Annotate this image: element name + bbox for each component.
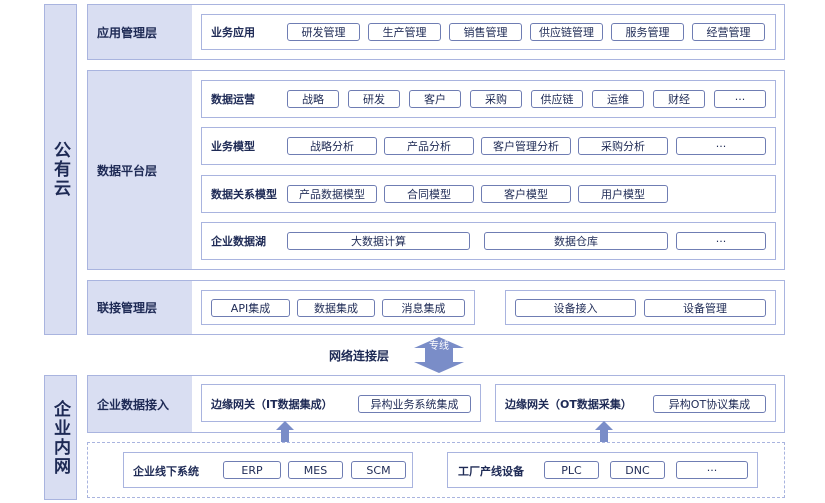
enterprise-net-panel: 企业内网 bbox=[44, 375, 77, 500]
app-item: 供应链管理 bbox=[530, 23, 603, 41]
factory-item: DNC bbox=[610, 461, 665, 479]
business-model-more: ··· bbox=[676, 137, 766, 155]
public-cloud-label: 公有云 bbox=[50, 141, 70, 198]
app-item: 研发管理 bbox=[287, 23, 360, 41]
gateway-ot-item: 异构OT协议集成 bbox=[653, 395, 766, 413]
business-model-item: 战略分析 bbox=[287, 137, 377, 155]
data-relation-item: 用户模型 bbox=[578, 185, 668, 203]
link-item: 消息集成 bbox=[382, 299, 465, 317]
gateway-it-label: 边缘网关（IT数据集成） bbox=[211, 398, 333, 411]
data-lake-item: 大数据计算 bbox=[287, 232, 470, 250]
app-item: 服务管理 bbox=[611, 23, 684, 41]
data-lake-more: ··· bbox=[676, 232, 766, 250]
data-ops-item: 战略 bbox=[287, 90, 339, 108]
dedicated-line-label: 专线 bbox=[429, 341, 449, 352]
network-layer-label: 网络连接层 bbox=[329, 349, 390, 363]
business-app-label: 业务应用 bbox=[211, 26, 255, 39]
app-item: 销售管理 bbox=[449, 23, 522, 41]
data-lake-item: 数据仓库 bbox=[484, 232, 668, 250]
data-ops-more: ··· bbox=[714, 90, 766, 108]
app-item: 经营管理 bbox=[692, 23, 765, 41]
link-layer-label: 联接管理层 bbox=[88, 281, 192, 334]
link-item: API集成 bbox=[211, 299, 290, 317]
data-relation-item: 客户模型 bbox=[481, 185, 571, 203]
data-ops-item: 供应链 bbox=[531, 90, 583, 108]
enterprise-access-label: 企业数据接入 bbox=[88, 376, 192, 432]
data-ops-item: 运维 bbox=[592, 90, 644, 108]
data-ops-item: 采购 bbox=[470, 90, 522, 108]
data-ops-item: 研发 bbox=[348, 90, 400, 108]
link-item: 设备接入 bbox=[515, 299, 636, 317]
business-model-label: 业务模型 bbox=[211, 140, 255, 153]
offline-system-label: 企业线下系统 bbox=[133, 465, 199, 478]
link-item: 设备管理 bbox=[644, 299, 766, 317]
data-relation-label: 数据关系模型 bbox=[211, 188, 277, 201]
enterprise-net-label: 企业内网 bbox=[50, 399, 70, 476]
business-model-item: 客户管理分析 bbox=[481, 137, 571, 155]
data-lake-label: 企业数据湖 bbox=[211, 235, 266, 248]
offline-item: ERP bbox=[223, 461, 281, 479]
factory-device-label: 工厂产线设备 bbox=[458, 465, 524, 478]
app-layer-label: 应用管理层 bbox=[88, 5, 192, 59]
public-cloud-panel: 公有云 bbox=[44, 4, 77, 335]
business-model-item: 采购分析 bbox=[578, 137, 668, 155]
data-relation-item: 产品数据模型 bbox=[287, 185, 377, 203]
data-ops-item: 客户 bbox=[409, 90, 461, 108]
data-relation-item: 合同模型 bbox=[384, 185, 474, 203]
data-ops-label: 数据运营 bbox=[211, 93, 255, 106]
factory-item: PLC bbox=[544, 461, 599, 479]
gateway-ot-label: 边缘网关（OT数据采集） bbox=[505, 398, 632, 411]
factory-more: ··· bbox=[676, 461, 748, 479]
offline-item: SCM bbox=[351, 461, 406, 479]
gateway-it-row bbox=[201, 384, 481, 422]
data-ops-item: 财经 bbox=[653, 90, 705, 108]
dedicated-line-arrow-icon bbox=[414, 337, 464, 373]
app-item: 生产管理 bbox=[368, 23, 441, 41]
business-model-item: 产品分析 bbox=[384, 137, 474, 155]
offline-item: MES bbox=[288, 461, 343, 479]
gateway-it-item: 异构业务系统集成 bbox=[358, 395, 471, 413]
link-item: 数据集成 bbox=[297, 299, 375, 317]
data-layer-label: 数据平台层 bbox=[88, 71, 192, 269]
